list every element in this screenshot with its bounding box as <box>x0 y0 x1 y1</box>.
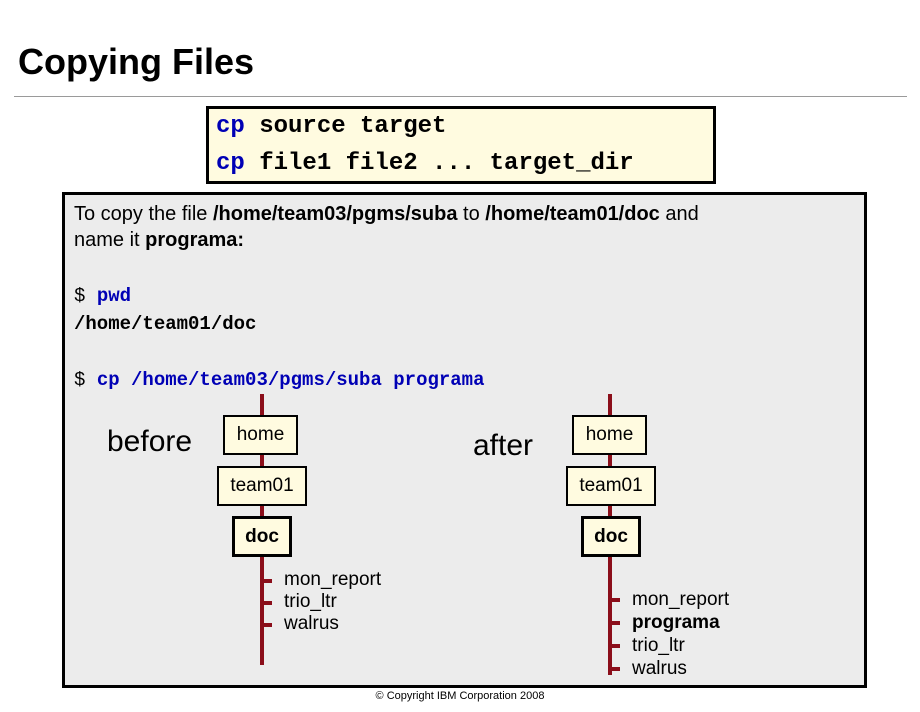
desc-new-name: programa: <box>145 229 245 251</box>
after-file-mon-report: mon_report <box>632 589 730 610</box>
before-file-mon-report: mon_report <box>284 569 382 590</box>
syntax-line-1: cp source target <box>216 111 446 143</box>
shell-prompt: $ <box>74 369 97 391</box>
title-divider <box>14 96 907 97</box>
pwd-command: pwd <box>96 285 132 307</box>
after-file-walrus: walrus <box>632 658 687 679</box>
desc-source-path: /home/team03/pgms/suba <box>212 203 458 225</box>
after-file-trio-ltr: trio_ltr <box>632 635 685 656</box>
before-branch-tick <box>262 579 272 583</box>
before-branch-tick <box>262 623 272 627</box>
after-node-home: home <box>572 415 647 455</box>
syntax-line-2: cp file1 file2 ... target_dir <box>216 148 634 180</box>
description-line-2: name it programa: <box>74 227 244 253</box>
desc-text: To copy the file <box>74 203 213 225</box>
syntax-args-1: source target <box>244 113 447 140</box>
command-line-cp: $ cp /home/team03/pgms/suba programa <box>74 369 484 391</box>
after-node-team01: team01 <box>566 466 656 506</box>
desc-target-path: /home/team01/doc <box>485 203 660 225</box>
before-node-home: home <box>223 415 298 455</box>
copyright-notice: © Copyright IBM Corporation 2008 <box>375 690 545 702</box>
shell-prompt: $ <box>74 285 97 307</box>
pwd-output: /home/team01/doc <box>74 313 257 335</box>
before-node-doc: doc <box>232 516 292 557</box>
after-label: after <box>473 429 534 462</box>
syntax-box: cp source target cp file1 file2 ... targ… <box>206 106 716 184</box>
after-file-programa: programa <box>632 612 720 633</box>
before-node-team01: team01 <box>217 466 307 506</box>
command-line-pwd: $ pwd <box>74 285 131 307</box>
syntax-args-2: file1 file2 ... target_dir <box>244 150 634 177</box>
desc-text: name it <box>74 229 146 251</box>
desc-text: to <box>457 203 486 225</box>
before-branch-tick <box>262 601 272 605</box>
after-branch-tick <box>610 667 620 671</box>
cp-command: cp /home/team03/pgms/suba programa <box>96 369 485 391</box>
desc-text: and <box>659 203 699 225</box>
syntax-cmd-2: cp <box>216 150 245 177</box>
after-branch-tick <box>610 644 620 648</box>
after-branch-tick <box>610 598 620 602</box>
before-file-trio-ltr: trio_ltr <box>284 591 337 612</box>
page-title: Copying Files <box>18 41 255 82</box>
before-file-walrus: walrus <box>284 613 339 634</box>
after-branch-tick <box>610 621 620 625</box>
example-panel: To copy the file /home/team03/pgms/suba … <box>62 192 867 688</box>
after-node-doc: doc <box>581 516 641 557</box>
syntax-cmd-1: cp <box>216 113 245 140</box>
before-label: before <box>107 425 193 458</box>
description-line-1: To copy the file /home/team03/pgms/suba … <box>74 201 699 227</box>
